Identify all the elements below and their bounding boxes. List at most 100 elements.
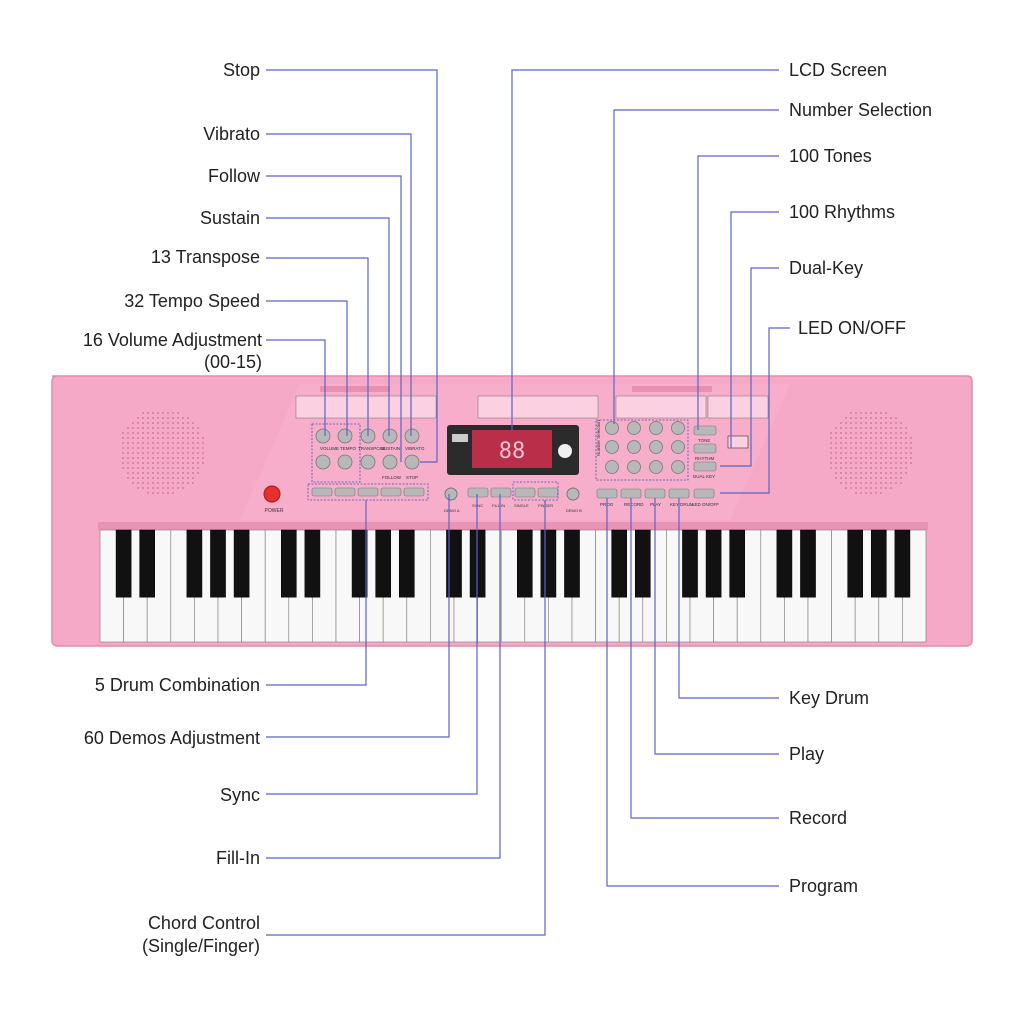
- speaker-hole: [167, 452, 169, 454]
- speaker-hole: [865, 482, 867, 484]
- speaker-hole: [167, 447, 169, 449]
- speaker-hole: [870, 417, 872, 419]
- black-key[interactable]: [351, 529, 368, 598]
- round-control-button[interactable]: [337, 428, 353, 444]
- sync-button[interactable]: [467, 487, 489, 498]
- black-key[interactable]: [611, 529, 628, 598]
- number-button[interactable]: [671, 440, 685, 454]
- black-key[interactable]: [304, 529, 321, 598]
- black-key[interactable]: [375, 529, 392, 598]
- prog-button[interactable]: [596, 488, 618, 499]
- number-button[interactable]: [649, 460, 663, 474]
- callout-sustain: [266, 217, 390, 436]
- number-button[interactable]: [627, 460, 641, 474]
- speaker-hole: [870, 447, 872, 449]
- callout-demos: [266, 494, 450, 738]
- led-onoff-panel-label: LED ON/OFF: [692, 502, 719, 507]
- dual-key-button[interactable]: [693, 461, 717, 472]
- speaker-hole: [865, 447, 867, 449]
- speaker-hole: [167, 417, 169, 419]
- number-button[interactable]: [627, 421, 641, 435]
- number-button[interactable]: [605, 440, 619, 454]
- speaker-hole: [197, 427, 199, 429]
- speaker-hole: [880, 477, 882, 479]
- rhythm-button[interactable]: [693, 443, 717, 454]
- speaker-hole: [147, 447, 149, 449]
- speaker-hole: [162, 452, 164, 454]
- demo-a-button[interactable]: [444, 487, 458, 501]
- black-key[interactable]: [564, 529, 580, 598]
- black-key[interactable]: [115, 529, 132, 598]
- black-key[interactable]: [233, 529, 250, 598]
- record-button[interactable]: [620, 488, 642, 499]
- tone-button[interactable]: [693, 425, 717, 436]
- drum-pad-button[interactable]: [311, 487, 333, 497]
- single-button[interactable]: [514, 487, 536, 498]
- speaker-hole: [890, 427, 892, 429]
- speaker-hole: [875, 462, 877, 464]
- black-key[interactable]: [705, 529, 722, 598]
- number-button[interactable]: [605, 460, 619, 474]
- black-key[interactable]: [139, 529, 156, 598]
- black-key[interactable]: [210, 529, 226, 598]
- speaker-hole: [167, 467, 169, 469]
- black-key[interactable]: [800, 529, 816, 598]
- round-control-button[interactable]: [337, 454, 353, 470]
- drum-pad-button[interactable]: [380, 487, 402, 497]
- number-button[interactable]: [649, 440, 663, 454]
- round-control-button[interactable]: [382, 428, 398, 444]
- drum-pad-button[interactable]: [357, 487, 379, 497]
- speaker-hole: [127, 462, 129, 464]
- label-dual-key: Dual-Key: [789, 258, 864, 278]
- black-key[interactable]: [682, 529, 698, 598]
- speaker-hole: [172, 487, 174, 489]
- round-control-button[interactable]: [315, 454, 331, 470]
- black-key[interactable]: [446, 529, 462, 598]
- black-key[interactable]: [186, 529, 203, 598]
- key-drum-button[interactable]: [668, 488, 690, 499]
- speaker-hole: [885, 422, 887, 424]
- speaker-hole: [167, 472, 169, 474]
- speaker-hole: [850, 432, 852, 434]
- number-button[interactable]: [671, 421, 685, 435]
- round-control-button[interactable]: [404, 428, 420, 444]
- round-control-button[interactable]: [382, 454, 398, 470]
- chord-dashed-group: [512, 481, 559, 501]
- drum-pad-button[interactable]: [334, 487, 356, 497]
- play-button[interactable]: [644, 488, 666, 499]
- black-key[interactable]: [776, 529, 793, 598]
- black-key[interactable]: [870, 529, 887, 598]
- black-key[interactable]: [540, 529, 557, 598]
- label-number-selection: Number Selection: [789, 100, 933, 120]
- black-key[interactable]: [634, 529, 651, 598]
- round-control-button[interactable]: [360, 454, 376, 470]
- black-key[interactable]: [729, 529, 746, 598]
- number-button[interactable]: [605, 421, 619, 435]
- number-button[interactable]: [649, 421, 663, 435]
- led-onoff-button[interactable]: [693, 488, 715, 499]
- speaker-hole: [860, 447, 862, 449]
- number-button[interactable]: [627, 440, 641, 454]
- speaker-hole: [855, 462, 857, 464]
- speaker-hole: [885, 477, 887, 479]
- finger-button[interactable]: [537, 487, 559, 498]
- speaker-hole: [182, 487, 184, 489]
- speaker-hole: [850, 457, 852, 459]
- black-key[interactable]: [847, 529, 864, 598]
- speaker-hole: [167, 422, 169, 424]
- black-key[interactable]: [894, 529, 911, 598]
- speaker-hole: [162, 447, 164, 449]
- black-key[interactable]: [280, 529, 297, 598]
- speaker-hole: [157, 452, 159, 454]
- black-key[interactable]: [516, 529, 533, 598]
- round-control-button[interactable]: [404, 454, 420, 470]
- number-button[interactable]: [671, 460, 685, 474]
- power-button[interactable]: [263, 485, 281, 503]
- round-control-button[interactable]: [315, 428, 331, 444]
- demo-b-button[interactable]: [566, 487, 580, 501]
- speaker-hole: [910, 462, 912, 464]
- drum-pad-button[interactable]: [403, 487, 425, 497]
- speaker-hole: [152, 412, 154, 414]
- black-key[interactable]: [398, 529, 415, 598]
- fill-in-button[interactable]: [490, 487, 512, 498]
